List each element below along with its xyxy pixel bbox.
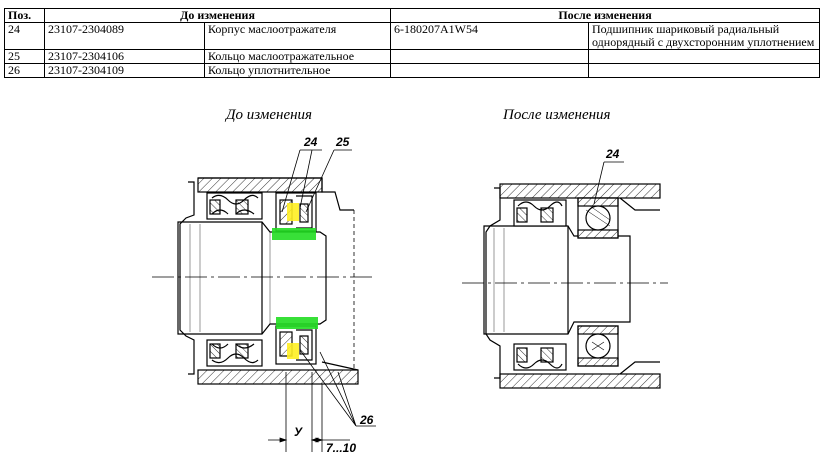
cell-name: Корпус маслоотражателя: [203, 22, 392, 50]
yellow-highlight-bottom: [287, 343, 299, 359]
callout-before-26: 26: [359, 413, 374, 427]
green-highlight-bottom: [276, 317, 318, 329]
cell-new-code: 6-180207A1W54: [390, 22, 590, 50]
cell-code: 23107-2304109: [44, 63, 205, 78]
bearing-bottom: [577, 325, 619, 367]
seal-top: [513, 199, 567, 227]
shaft: [177, 221, 327, 335]
yellow-highlight-top: [287, 203, 299, 221]
bearing-top: [577, 197, 619, 239]
before-caption: До изменения: [226, 107, 313, 123]
seal-bottom: [206, 339, 263, 367]
seal-top: [206, 192, 263, 220]
dim-range-label: 7...10: [326, 441, 356, 455]
green-highlight-top: [272, 228, 316, 240]
before-drawing: [152, 149, 376, 452]
table-row: 25 23107-2304106 Кольцо маслоотражательн…: [4, 49, 821, 64]
cell-new-name: [588, 63, 821, 78]
callout-before-24: 24: [303, 135, 318, 149]
cover-flange: [179, 181, 195, 375]
table-row: 26 23107-2304109 Кольцо уплотнительное: [4, 63, 821, 78]
cell-code: 23107-2304106: [44, 49, 205, 64]
after-drawing: [462, 161, 668, 389]
cell-name: Кольцо уплотнительное: [203, 63, 392, 78]
callout-after-24: 24: [605, 147, 620, 161]
seal-bottom: [513, 343, 567, 371]
shaft: [483, 225, 631, 335]
cell-pos: 26: [4, 63, 45, 78]
cell-name: Кольцо маслоотражательное: [203, 49, 392, 64]
after-caption: После изменения: [503, 107, 611, 123]
cell-code: 23107-2304089: [44, 22, 205, 50]
callout-before-25: 25: [335, 135, 350, 149]
dim-y-label: У: [294, 425, 303, 439]
parts-change-table: Поз. До изменения После изменения 24 231…: [4, 8, 821, 78]
